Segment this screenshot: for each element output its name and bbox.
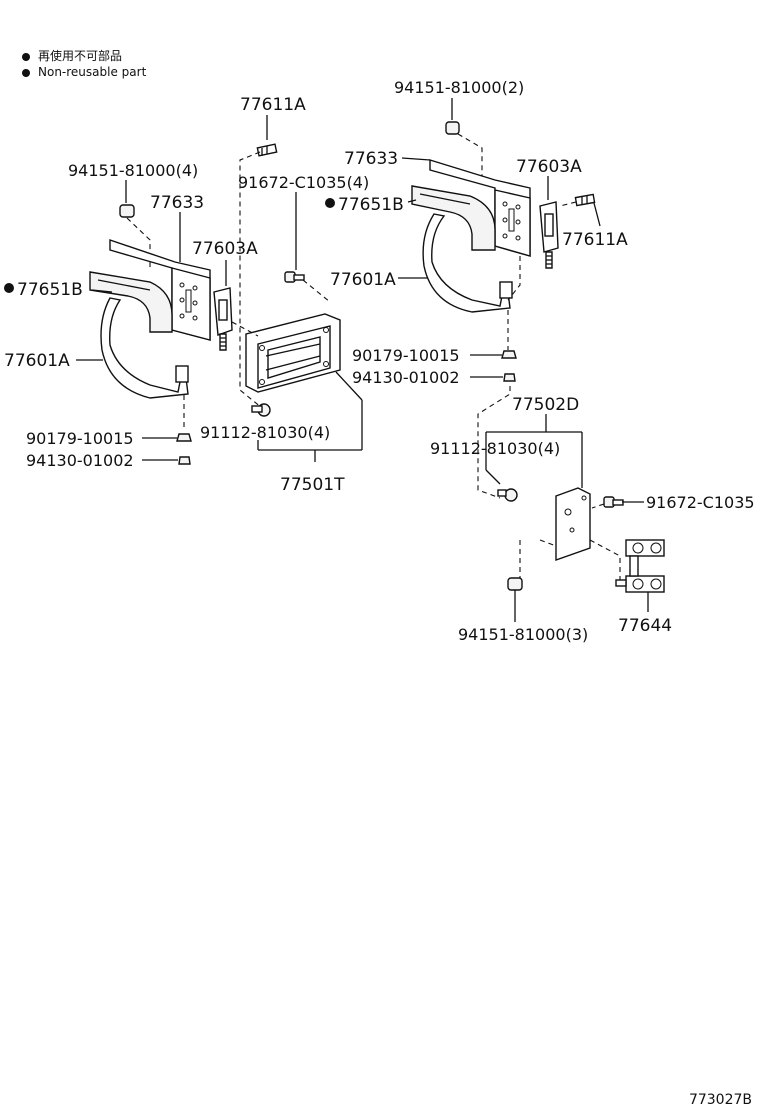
legend-jp-text: 再使用不可部品 [38,49,123,63]
label-94151-right-top: 94151-81000(2) [394,78,524,97]
dash-line-left-bolt [239,151,263,409]
bracket-77603A-right [539,201,559,269]
label-77644: 77644 [618,616,672,636]
label-77502D: 77502D [512,395,579,415]
legend: 再使用不可部品 Non-reusable part [22,48,146,80]
dash-route-carrier [477,386,511,499]
cushion-77651B-right [411,185,496,251]
nut-94151-right-top [445,121,460,135]
label-77611A-right: 77611A [562,230,628,250]
bullet-icon [22,52,30,61]
label-77603A-right: 77603A [516,157,582,177]
label-91112-right: 91112-81030(4) [430,439,560,458]
dash-bolt-right [559,201,577,207]
label-77601A-right: 77601A [330,270,396,290]
hinge-77644 [615,539,665,593]
frame-77501T [245,313,341,393]
nut-94151-right-bottom [507,577,523,591]
label-77501T: 77501T [280,475,345,495]
bullet-icon [22,68,30,77]
dash-support-right [507,256,521,301]
carrier-plate-77502D [555,487,591,561]
support-77633-left [109,239,211,341]
leader-77633-right [401,157,431,161]
legend-item-jp: 再使用不可部品 [22,48,146,64]
label-90179-right: 90179-10015 [352,346,460,365]
label-94151-left: 94151-81000(4) [68,161,198,180]
dash-nut-left [126,217,151,268]
label-94130-left: 94130-01002 [26,451,134,470]
label-77633-right: 77633 [344,149,398,169]
dash-bolt91672-right [591,503,605,509]
leader-77611A-right [593,202,601,227]
bolt-77611A-left [256,143,278,157]
bolt-91112-right [497,488,518,502]
label-77651B-left: 77651B [17,280,83,300]
label-77611A-left: 77611A [240,95,306,115]
label-91112-left: 91112-81030(4) [200,423,330,442]
band-77601A-right [422,213,513,313]
bolt-91672-left [284,271,305,283]
dash-bracket-frame-left [231,321,259,337]
label-94151-right-bottom: 94151-81000(3) [458,625,588,644]
bolt-91672-right [603,496,624,508]
bolt-91112-left [251,403,271,417]
label-77603A-left: 77603A [192,239,258,259]
label-94130-right: 94130-01002 [352,368,460,387]
dash-nut-right [457,133,483,182]
legend-item-en: Non-reusable part [22,64,146,80]
label-77651B-right: 77651B [338,195,404,215]
non-reusable-dot-left [4,283,14,293]
bolt-77611A-right [574,193,596,207]
dash-plate-hinge [589,539,621,580]
label-90179-left: 90179-10015 [26,429,134,448]
nut-90179-left [176,433,192,442]
nut-94151-left [119,204,135,218]
dash-plate-left [539,539,557,547]
nut-90179-right [501,350,517,359]
label-77601A-left: 77601A [4,351,70,371]
leader-77501T-frame [335,371,363,401]
label-91672-right: 91672-C1035 [646,493,755,512]
legend-en-text: Non-reusable part [38,65,147,79]
cushion-77651B-left [89,271,173,333]
washer-94130-left [178,456,191,465]
non-reusable-dot-right [325,198,335,208]
leader-91112-right-diag [485,469,501,485]
leader-77651B-right [407,199,417,203]
dash-bolt91672-left [302,279,331,303]
figure-code: 773027B [688,1092,752,1108]
label-77633-left: 77633 [150,193,204,213]
band-77601A-left [100,297,189,399]
support-77633-right [429,159,531,257]
washer-94130-right [503,373,516,382]
bracket-77603A-left [213,287,233,351]
label-91672-left: 91672-C1035(4) [238,173,369,192]
leader-77651B-left [91,289,113,293]
